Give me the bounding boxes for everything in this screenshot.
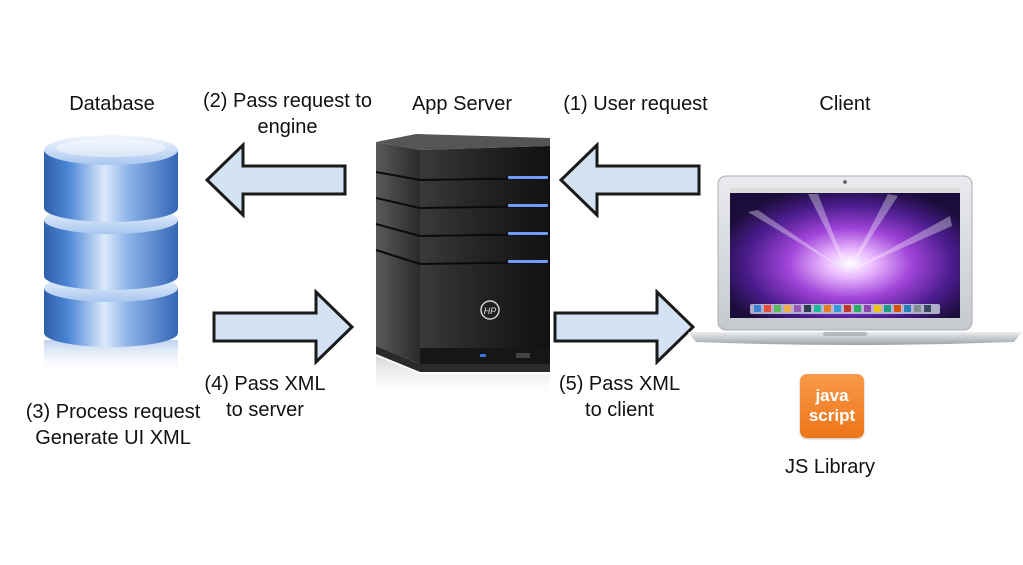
step-2-line1: (2) Pass request to [203,90,372,112]
js-library-label: JS Library [784,456,876,478]
step-5-line1: (5) Pass XML [558,373,681,395]
client-title: Client [819,93,871,115]
arrow-step-2 [205,142,347,218]
step-2-label: (2) Pass request to engine [185,88,390,140]
javascript-logo-line2: script [808,406,856,425]
javascript-logo-line1: java [815,386,849,405]
app-server-title: App Server [411,93,513,115]
arrow-step-1 [559,142,701,218]
step-4-label: (4) Pass XML to server [200,371,330,423]
database-note-line2: Generate UI XML [35,427,191,449]
database-note: (3) Process request Generate UI XML [8,399,218,451]
laptop-icon [688,175,1022,345]
database-icon [44,135,178,374]
arrow-step-5 [553,289,695,365]
database-note-line1: (3) Process request [25,401,201,423]
step-2-line2: engine [257,116,318,138]
step-4-line1: (4) Pass XML [204,373,326,395]
database-title: Database [69,93,155,115]
server-brand: HP [484,306,497,316]
step-5-label: (5) Pass XML to client [547,371,692,423]
step-4-line2: to server [226,399,304,421]
step-1-label: (1) User request [563,93,708,115]
server-icon: HP [375,134,551,400]
step-5-line2: to client [585,399,654,421]
javascript-logo-icon: java script [800,374,864,438]
arrow-step-4 [212,289,354,365]
